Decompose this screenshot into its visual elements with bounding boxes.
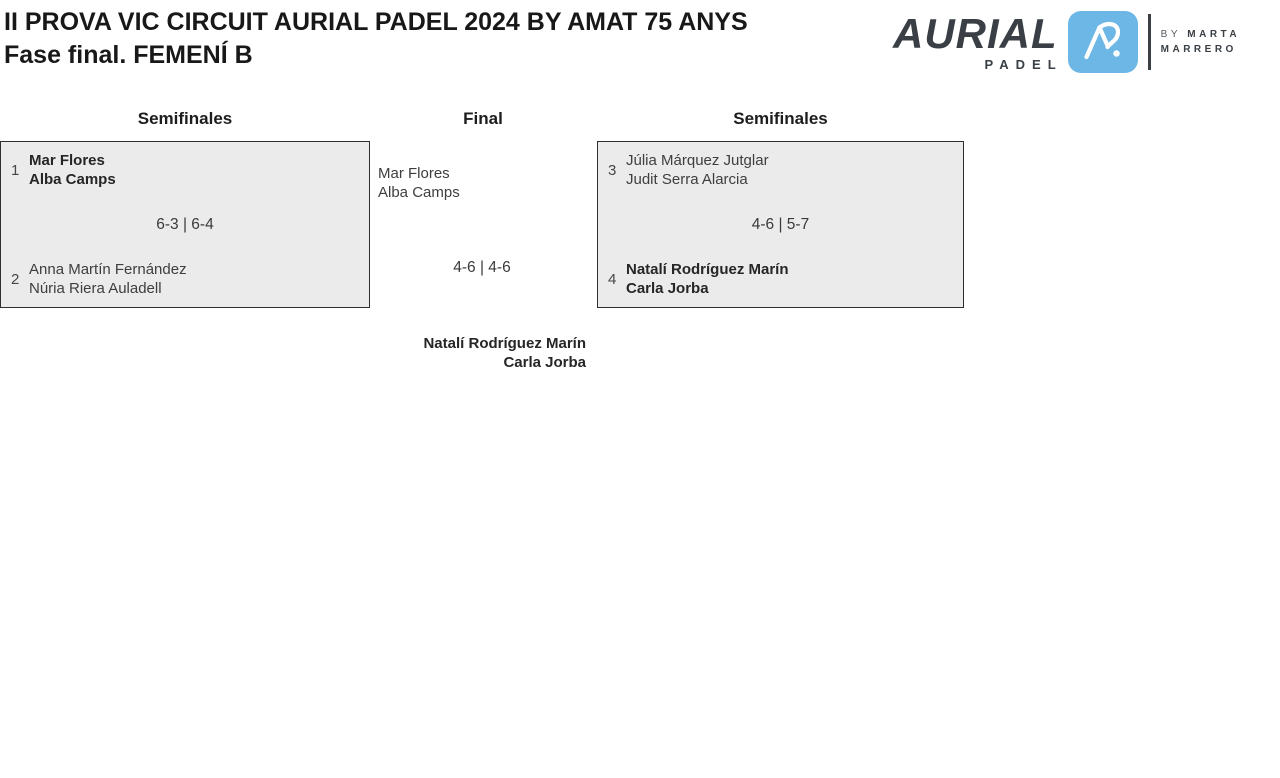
team-players: Natalí Rodríguez Marín Carla Jorba xyxy=(626,260,789,298)
logo-brand-subtext: PADEL xyxy=(984,56,1063,72)
match-semifinal-right: 3 Júlia Márquez Jutglar Judit Serra Alar… xyxy=(597,141,964,308)
round-header-semifinals-right: Semifinales xyxy=(733,109,828,128)
aurial-mark-icon xyxy=(1067,11,1138,73)
seed-number: 3 xyxy=(608,161,617,179)
byline-name-line1: MARTA xyxy=(1187,29,1241,40)
match-semifinal-left: 1 Mar Flores Alba Camps 6-3 | 6-4 2 Anna… xyxy=(0,141,370,308)
team-players: Júlia Márquez Jutglar Judit Serra Alarci… xyxy=(626,151,769,189)
logo-divider xyxy=(1147,14,1151,70)
match-final: Mar Flores Alba Camps 4-6 | 4-6 Natalí R… xyxy=(378,0,586,380)
seed-number: 4 xyxy=(608,270,617,288)
final-team-bottom: Natalí Rodríguez Marín Carla Jorba xyxy=(423,334,586,372)
player-name: Alba Camps xyxy=(29,171,116,188)
match-score: 4-6 | 5-7 xyxy=(751,215,810,233)
player-name: Júlia Márquez Jutglar xyxy=(626,152,769,169)
logo-byline: BY MARTA MARRERO xyxy=(1161,27,1241,57)
final-team-top: Mar Flores Alba Camps xyxy=(378,164,460,202)
player-name: Carla Jorba xyxy=(503,354,586,371)
player-name: Judit Serra Alarcia xyxy=(626,171,748,188)
team-players: Anna Martín Fernández Núria Riera Aulade… xyxy=(29,260,187,298)
player-name: Natalí Rodríguez Marín xyxy=(423,335,586,352)
team-row-seed-3: 3 Júlia Márquez Jutglar Judit Serra Alar… xyxy=(598,151,963,189)
byline-name-line2: MARRERO xyxy=(1160,44,1237,55)
logo-brand-text: AURIAL xyxy=(893,9,1058,57)
team-row-seed-1: 1 Mar Flores Alba Camps xyxy=(1,151,369,189)
phase-subtitle: Fase final. FEMENÍ B xyxy=(4,41,253,69)
logo-brand: AURIAL PADEL xyxy=(893,9,1058,72)
aurial-padel-logo: AURIAL PADEL BY MARTA MARRERO xyxy=(893,8,1240,76)
round-header-semifinals-left: Semifinales xyxy=(137,109,233,128)
player-name: Alba Camps xyxy=(378,184,460,201)
team-row-seed-2: 2 Anna Martín Fernández Núria Riera Aula… xyxy=(1,260,369,298)
player-name: Núria Riera Auladell xyxy=(29,280,162,297)
tournament-title: II PROVA VIC CIRCUIT AURIAL PADEL 2024 B… xyxy=(4,8,748,36)
match-score: 4-6 | 4-6 xyxy=(453,259,511,276)
match-score: 6-3 | 6-4 xyxy=(156,215,214,233)
team-row-seed-4: 4 Natalí Rodríguez Marín Carla Jorba xyxy=(598,260,963,298)
player-name: Mar Flores xyxy=(29,152,105,169)
byline-by-label: BY xyxy=(1160,29,1181,40)
player-name: Anna Martín Fernández xyxy=(29,261,187,278)
round-header-final: Final xyxy=(463,109,503,128)
player-name: Carla Jorba xyxy=(626,280,709,297)
page-title: II PROVA VIC CIRCUIT AURIAL PADEL 2024 B… xyxy=(4,6,748,72)
player-name: Natalí Rodríguez Marín xyxy=(626,261,789,278)
team-players: Mar Flores Alba Camps xyxy=(29,151,116,189)
seed-number: 2 xyxy=(11,270,20,288)
player-name: Mar Flores xyxy=(378,165,450,182)
seed-number: 1 xyxy=(11,161,20,179)
